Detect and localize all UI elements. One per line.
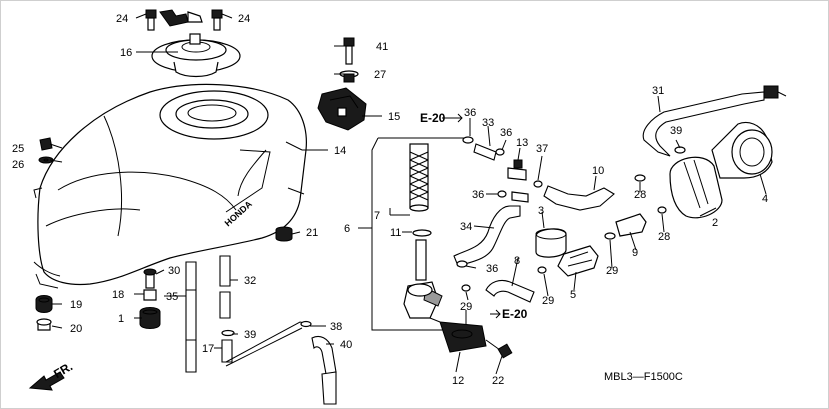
callout-labels: 24 24 16 41 27 15 14 25 26 21 30 18 1 19… [12, 13, 768, 387]
callout-31: 31 [652, 85, 664, 97]
callout-40: 40 [340, 339, 352, 351]
callout-36-d: 36 [486, 263, 498, 275]
callout-35: 35 [166, 291, 178, 303]
callout-30: 30 [168, 265, 180, 277]
callout-32: 32 [244, 275, 256, 287]
callout-13: 13 [516, 137, 528, 149]
diagram-code: MBL3—F1500C [604, 371, 683, 383]
ref-e20-upper-arrow [442, 113, 463, 123]
callout-39-left: 39 [244, 329, 256, 341]
mounting-bracket [317, 37, 367, 131]
callout-12: 12 [452, 375, 464, 387]
callout-29-a: 29 [460, 301, 472, 313]
callout-3: 3 [538, 205, 544, 217]
callout-24-right: 24 [238, 13, 250, 25]
callout-19: 19 [70, 299, 82, 311]
callout-4: 4 [762, 193, 768, 205]
callout-37: 37 [536, 143, 548, 155]
callout-18: 18 [112, 289, 124, 301]
callout-7: 7 [374, 210, 380, 222]
callout-11: 11 [390, 227, 401, 239]
leader-lines [49, 13, 767, 375]
callout-1: 1 [118, 313, 124, 325]
callout-39-right: 39 [670, 125, 682, 137]
callout-5: 5 [570, 289, 576, 301]
callout-6: 6 [344, 223, 350, 235]
callout-8: 8 [514, 255, 520, 267]
callout-41: 41 [376, 41, 388, 53]
callout-27: 27 [374, 69, 386, 81]
callout-14: 14 [334, 145, 346, 157]
fuel-cap-assembly [145, 9, 241, 78]
callout-2: 2 [712, 217, 718, 229]
callout-28-a: 28 [634, 189, 646, 201]
tank-fittings [35, 137, 293, 331]
front-arrow [28, 371, 65, 391]
callout-21: 21 [306, 227, 318, 239]
fuel-cock-assembly [371, 137, 467, 331]
callout-34: 34 [460, 221, 472, 233]
hoses-lower-left [185, 255, 337, 405]
callout-38: 38 [330, 321, 342, 333]
ref-e20-upper: E-20 [420, 111, 446, 125]
callout-24-left: 24 [116, 13, 128, 25]
callout-36-a: 36 [464, 107, 476, 119]
fuel-lines [439, 136, 667, 359]
callout-22: 22 [492, 375, 504, 387]
callout-33: 33 [482, 117, 494, 129]
callout-29-b: 29 [542, 295, 554, 307]
fuel-pump [642, 85, 787, 219]
callout-25: 25 [12, 143, 24, 155]
callout-36-c: 36 [472, 189, 484, 201]
callout-26: 26 [12, 159, 24, 171]
callout-16: 16 [120, 47, 132, 59]
ref-e20-lower-arrow [490, 309, 501, 319]
callout-28-b: 28 [658, 231, 670, 243]
callout-15: 15 [388, 111, 400, 123]
ref-e20-lower: E-20 [502, 307, 528, 321]
callout-29-c: 29 [606, 265, 618, 277]
callout-17: 17 [202, 343, 214, 355]
callout-10: 10 [592, 165, 604, 177]
callout-9: 9 [632, 247, 638, 259]
fuel-tank: HONDA [33, 83, 307, 289]
callout-36-b: 36 [500, 127, 512, 139]
callout-20: 20 [70, 323, 82, 335]
